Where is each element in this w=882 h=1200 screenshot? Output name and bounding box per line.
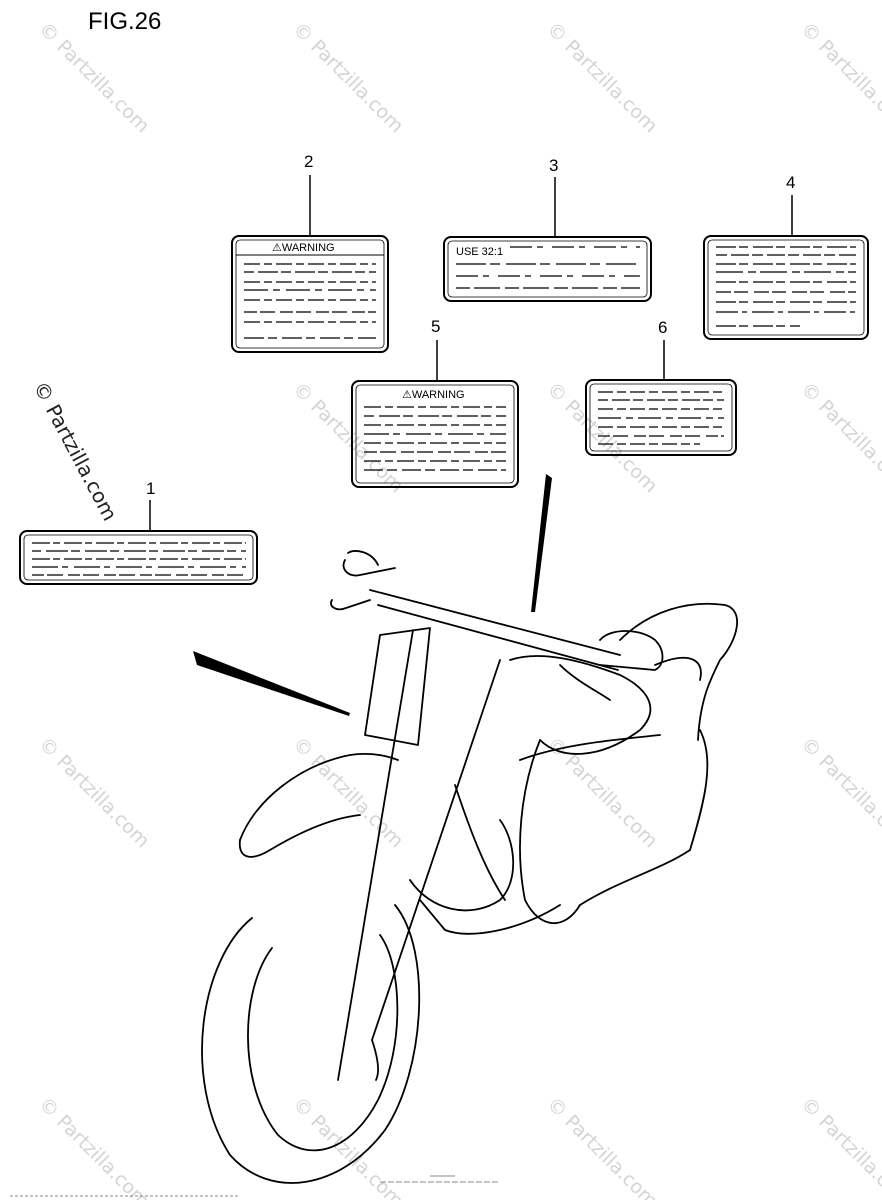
pointer-wedge <box>531 474 552 612</box>
callout-number-6: 6 <box>658 318 667 337</box>
watermark: © Partzilla.com <box>34 1093 153 1200</box>
watermark: © Partzilla.com <box>288 1093 407 1200</box>
label-4[interactable] <box>703 235 869 340</box>
watermark: © Partzilla.com <box>542 18 661 137</box>
label-text-lines <box>32 542 246 576</box>
footer-print-marks <box>10 1175 500 1197</box>
label-text-lines <box>244 263 376 339</box>
label-header-2: ⚠WARNING <box>272 242 335 254</box>
watermark: © Partzilla.com <box>34 18 153 137</box>
callout-number-5: 5 <box>431 317 440 336</box>
watermark-layer: © Partzilla.com © Partzilla.com © Partzi… <box>34 18 882 1200</box>
watermark: © Partzilla.com <box>542 1093 661 1200</box>
label-header-5: ⚠WARNING <box>402 389 465 401</box>
watermark: © Partzilla.com <box>34 733 153 852</box>
label-6[interactable] <box>585 379 737 456</box>
watermark: © Partzilla.com <box>796 378 882 497</box>
figure-title: FIG.26 <box>88 8 162 35</box>
label-1[interactable] <box>19 530 258 585</box>
label-5[interactable]: ⚠WARNING <box>351 380 519 488</box>
watermark: © Partzilla.com <box>796 18 882 137</box>
pointer-wedge <box>193 651 350 716</box>
label-text-lines <box>598 391 724 445</box>
callout-number-4: 4 <box>786 173 795 192</box>
label-header-3: USE 32:1 <box>456 246 503 258</box>
label-3[interactable]: USE 32:1 <box>443 236 652 302</box>
watermark: © Partzilla.com <box>542 378 661 497</box>
watermark: © Partzilla.com <box>796 1093 882 1200</box>
label-2[interactable]: ⚠WARNING <box>231 235 389 353</box>
label-text-lines <box>364 406 506 471</box>
callout-number-2: 2 <box>304 152 313 171</box>
label-text-lines <box>456 246 640 289</box>
watermark: © Partzilla.com <box>796 733 882 852</box>
watermark: © Partzilla.com <box>288 378 407 497</box>
watermark: © Partzilla.com <box>288 733 407 852</box>
watermark: © Partzilla.com <box>288 18 407 137</box>
motorcycle-illustration <box>201 550 738 1184</box>
watermark-main: © Partzilla.com <box>29 377 123 525</box>
callout-number-1: 1 <box>146 479 155 498</box>
callout-number-3: 3 <box>549 156 558 175</box>
label-text-lines <box>716 246 856 327</box>
